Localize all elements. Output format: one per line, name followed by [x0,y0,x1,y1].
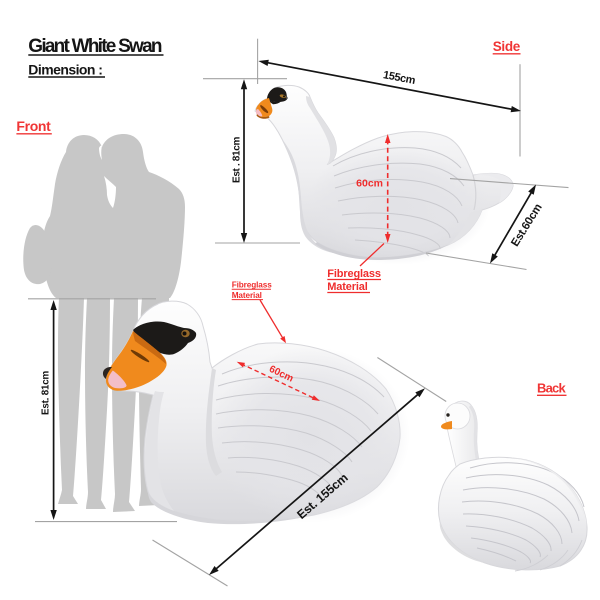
svg-text:Dimension :: Dimension : [28,62,102,78]
svg-text:Material: Material [327,281,367,293]
svg-text:Est . 81cm: Est . 81cm [232,137,243,183]
svg-text:Back: Back [537,381,566,396]
svg-text:Front: Front [16,118,51,134]
svg-text:60cm: 60cm [356,178,383,190]
svg-text:Side: Side [493,39,521,54]
svg-text:Giant White Swan: Giant White Swan [28,36,162,57]
svg-text:Fibreglass: Fibreglass [327,268,381,280]
svg-text:Est. 81cm: Est. 81cm [40,371,51,415]
svg-text:Material: Material [232,291,262,300]
svg-text:Fibreglass: Fibreglass [232,281,273,290]
